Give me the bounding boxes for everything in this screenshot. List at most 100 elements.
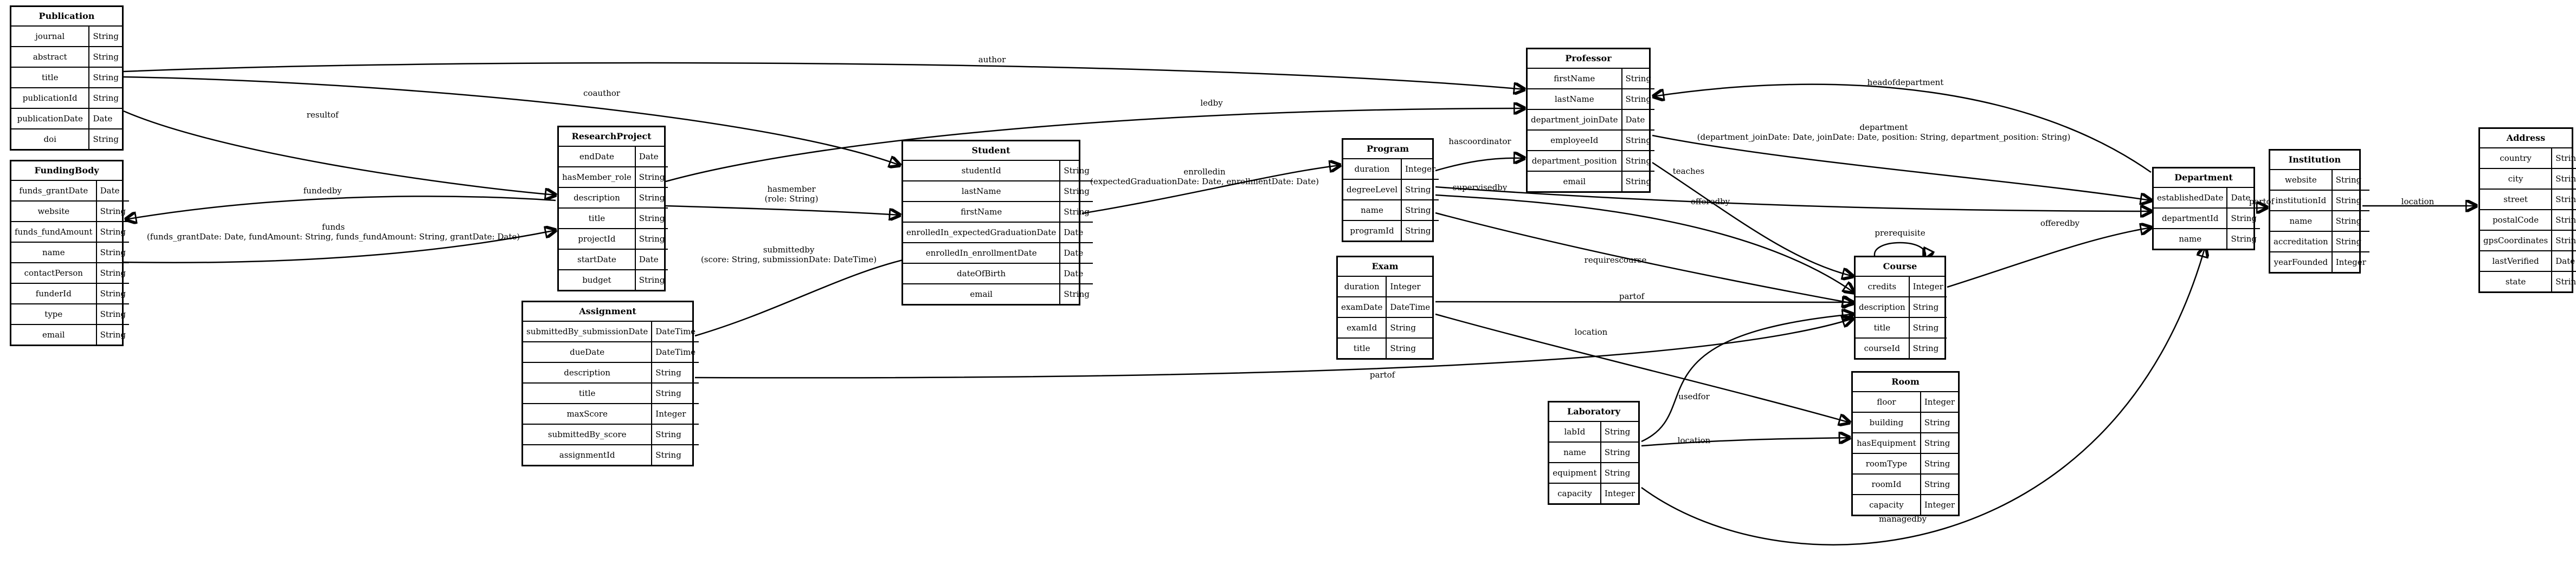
attribute-type: String	[1908, 337, 1947, 358]
attribute-name: studentId	[961, 166, 1001, 176]
edge-label-submittedby: submittedby(score: String, submissionDat…	[700, 245, 877, 264]
attribute-name: lastName	[903, 180, 1060, 202]
attribute-name: journal	[35, 31, 65, 41]
attribute-name: title	[523, 382, 652, 404]
attribute-name: lastName	[1528, 88, 1622, 109]
attribute-type: String	[1400, 199, 1439, 220]
attribute-name: capacity	[1549, 483, 1601, 503]
attribute-type: String	[2551, 230, 2576, 251]
attribute-type: String	[88, 128, 122, 149]
edge-ledby	[665, 108, 1524, 183]
attribute-name: firstName	[903, 201, 1060, 222]
attribute-name: maxScore	[523, 403, 652, 424]
attribute-name: funds_grantDate	[19, 186, 88, 196]
attribute-type: String	[1908, 296, 1947, 317]
attribute-type: String	[1621, 171, 1655, 191]
attribute-name: endDate	[579, 152, 614, 161]
attribute-type: String	[1920, 473, 1958, 495]
edge-supervisedby	[1435, 194, 1854, 293]
attribute-type: String	[95, 242, 130, 263]
edge-prerequisite	[1873, 242, 1925, 259]
attribute-type: Date	[95, 181, 130, 201]
attribute-type: String	[1621, 129, 1655, 151]
attribute-row: streetString	[2480, 189, 2576, 210]
attribute-type: Integer	[1908, 277, 1947, 297]
attribute-type: String	[1386, 337, 1434, 358]
attribute-type: String	[2551, 168, 2576, 189]
attribute-type: String	[1059, 201, 1093, 222]
edge-label-usedfor: usedfor	[1678, 392, 1710, 401]
attribute-type: String	[651, 382, 699, 404]
attribute-name: contactPerson	[11, 262, 96, 283]
attribute-type: String	[651, 424, 699, 445]
attribute-name: state	[2480, 271, 2552, 291]
attribute-type: Date	[1059, 263, 1093, 284]
entity-title: Course	[1856, 257, 1944, 277]
entity-title: Student	[903, 141, 1079, 161]
attribute-name: name	[11, 242, 96, 263]
edge-label-partof_exam: partof	[1619, 291, 1645, 301]
edge-offeredby_prof	[1435, 186, 2151, 211]
attribute-type: String	[1920, 412, 1958, 433]
attribute-type: String	[1400, 179, 1439, 200]
attribute-name: degreeLevel	[1343, 179, 1401, 200]
edge-label-headofdepartment: headofdepartment	[1867, 77, 1944, 87]
attribute-type: String	[95, 200, 130, 222]
attribute-name: capacity	[1853, 494, 1921, 515]
attribute-type: String	[634, 269, 668, 290]
edge-department	[1652, 134, 2151, 200]
edge-label-resultof: resultof	[306, 110, 339, 120]
attribute-name: publicationId	[11, 87, 89, 108]
attribute-type: String	[1621, 150, 1655, 171]
attribute-name: equipment	[1549, 462, 1601, 483]
edge-label-partof_dept: partof	[2249, 197, 2275, 206]
attribute-type: Date	[1621, 109, 1655, 130]
attribute-name: credits	[1867, 282, 1897, 291]
attribute-type: String	[95, 283, 130, 304]
edge-fundedby	[126, 196, 556, 219]
attribute-type: String	[1920, 453, 1958, 474]
attribute-name: dueDate	[523, 341, 652, 362]
attribute-name: examId	[1338, 317, 1387, 338]
edge-partof_assignment	[694, 319, 1853, 379]
attribute-name: description	[559, 187, 635, 208]
entity-title: Address	[2480, 129, 2572, 148]
attribute-type: String	[1600, 441, 1638, 463]
attribute-name: title	[1856, 317, 1909, 338]
edge-label-prerequisite: prerequisite	[1875, 228, 1925, 238]
edge-label-managedby: managedby	[1879, 514, 1927, 524]
attribute-name: establishedDate	[2157, 193, 2224, 203]
attribute-name: country	[2500, 153, 2532, 163]
edge-label-offeredby_prof: offeredby	[1690, 197, 1730, 206]
attribute-type: DateTime	[651, 341, 699, 362]
